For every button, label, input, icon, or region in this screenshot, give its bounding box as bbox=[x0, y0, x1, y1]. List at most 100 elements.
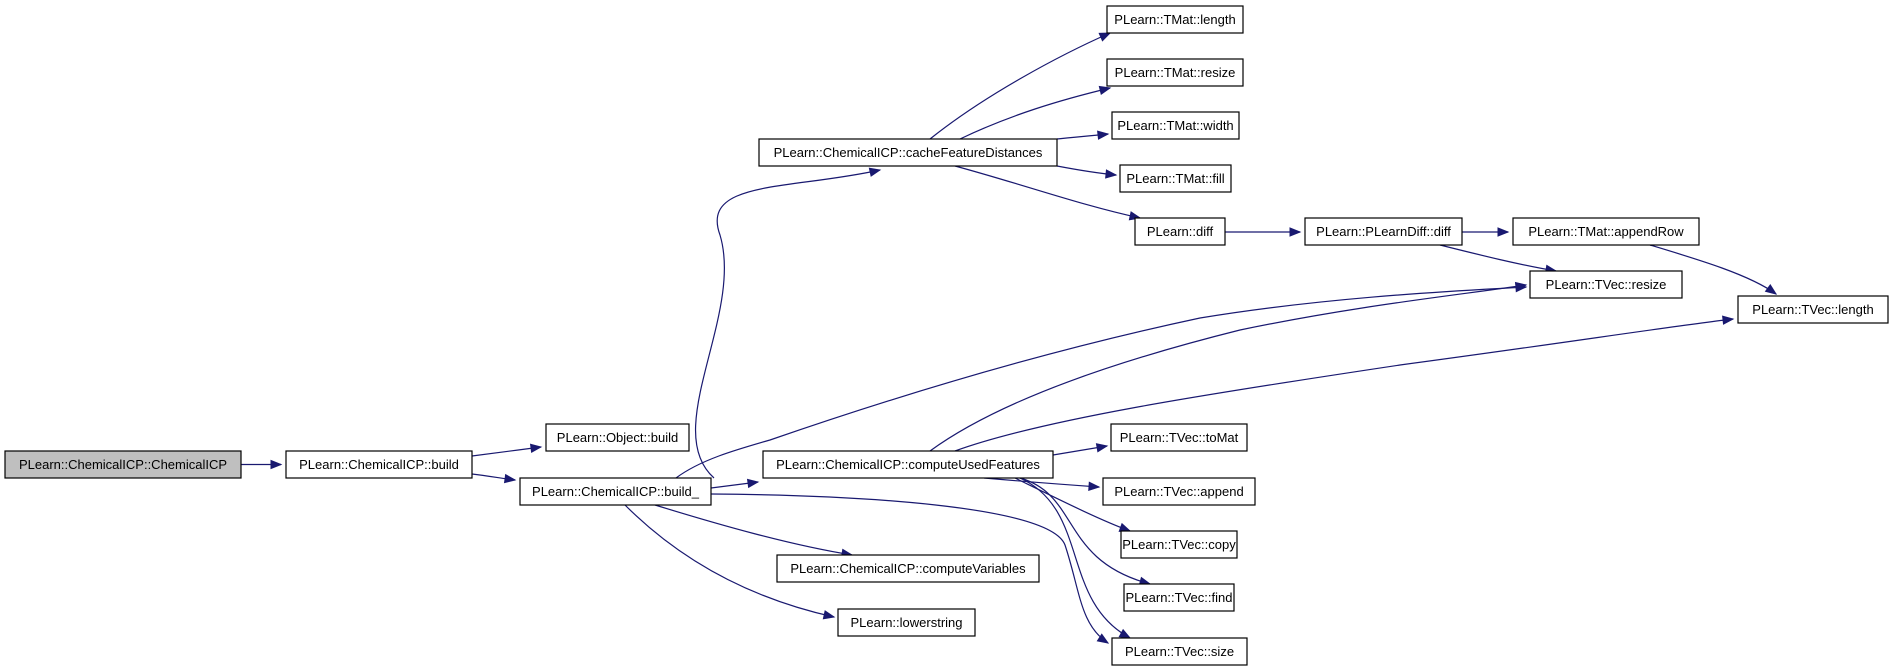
edge-line bbox=[954, 165, 1141, 219]
node-box bbox=[1111, 637, 1248, 666]
node-box bbox=[1110, 423, 1248, 452]
edge-cache-to-mlength bbox=[929, 32, 1112, 140]
node-lower[interactable]: PLearn::lowerstring bbox=[837, 608, 976, 637]
edge-arrowhead bbox=[1098, 85, 1112, 96]
node-label: PLearn::TVec::size bbox=[1125, 644, 1234, 659]
node-diff[interactable]: PLearn::diff bbox=[1134, 217, 1226, 246]
node-vresize[interactable]: PLearn::TVec::resize bbox=[1529, 270, 1683, 299]
node-label: PLearn::ChemicalICP::computeUsedFeatures bbox=[776, 457, 1040, 472]
node-copy[interactable]: PLearn::TVec::copy bbox=[1120, 530, 1238, 559]
edge-arrowhead bbox=[1097, 130, 1110, 140]
edge-arrowhead bbox=[503, 473, 517, 484]
edge-cache-to-mresize bbox=[959, 85, 1112, 140]
node-label: PLearn::diff bbox=[1147, 224, 1214, 239]
node-cuf[interactable]: PLearn::ChemicalICP::computeUsedFeatures bbox=[762, 450, 1054, 479]
edge-arrowhead bbox=[1096, 633, 1110, 644]
edge-arrowhead bbox=[1497, 227, 1510, 237]
node-box bbox=[4, 450, 242, 479]
node-box bbox=[762, 450, 1054, 479]
edge-line bbox=[954, 318, 1734, 452]
node-label: PLearn::ChemicalICP::cacheFeatureDistanc… bbox=[774, 145, 1043, 160]
node-find[interactable]: PLearn::TVec::find bbox=[1123, 583, 1235, 612]
node-cvars[interactable]: PLearn::ChemicalICP::computeVariables bbox=[776, 554, 1040, 583]
edge-arrowhead bbox=[1118, 522, 1132, 532]
edge-pldiff-to-appendrow bbox=[1462, 227, 1510, 237]
node-label: PLearn::ChemicalICP::ChemicalICP bbox=[19, 457, 227, 472]
node-box bbox=[776, 554, 1040, 583]
edge-arrowhead bbox=[1118, 628, 1132, 639]
edge-line bbox=[654, 504, 853, 556]
node-build_[interactable]: PLearn::ChemicalICP::build_ bbox=[519, 477, 712, 506]
edge-pldiff-to-vresize bbox=[1439, 244, 1558, 274]
edge-line bbox=[1439, 244, 1557, 272]
edge-build_-to-lower bbox=[624, 504, 836, 620]
node-mlength[interactable]: PLearn::TMat::length bbox=[1106, 5, 1244, 34]
node-label: PLearn::PLearnDiff::diff bbox=[1316, 224, 1451, 239]
node-box bbox=[1106, 58, 1244, 87]
edge-line bbox=[1019, 477, 1151, 585]
edge-arrowhead bbox=[1088, 481, 1101, 492]
node-build[interactable]: PLearn::ChemicalICP::build bbox=[285, 450, 473, 479]
edge-arrowhead bbox=[1095, 443, 1109, 453]
edge-cache-to-mwidth bbox=[1056, 130, 1110, 140]
node-box bbox=[1512, 217, 1700, 246]
node-box bbox=[837, 608, 976, 637]
node-label: PLearn::TVec::copy bbox=[1122, 537, 1236, 552]
node-pldiff[interactable]: PLearn::PLearnDiff::diff bbox=[1304, 217, 1463, 246]
node-label: PLearn::Object::build bbox=[557, 430, 678, 445]
edge-cuf-to-append bbox=[983, 477, 1101, 492]
edge-build_-to-size bbox=[710, 493, 1110, 644]
edge-build_-to-cvars bbox=[654, 504, 854, 559]
node-appendrow[interactable]: PLearn::TMat::appendRow bbox=[1512, 217, 1700, 246]
node-box bbox=[1123, 583, 1235, 612]
edge-line bbox=[1019, 477, 1131, 639]
edge-line bbox=[1014, 477, 1131, 532]
edge-arrowhead bbox=[1098, 32, 1112, 42]
edge-line bbox=[959, 87, 1111, 140]
node-cache[interactable]: PLearn::ChemicalICP::cacheFeatureDistanc… bbox=[758, 138, 1058, 167]
edge-line bbox=[624, 504, 835, 618]
edge-line bbox=[929, 32, 1111, 140]
node-append[interactable]: PLearn::TVec::append bbox=[1102, 477, 1256, 506]
node-objbuild[interactable]: PLearn::Object::build bbox=[545, 423, 690, 452]
edge-cuf-to-tomat bbox=[1052, 443, 1109, 456]
node-size[interactable]: PLearn::TVec::size bbox=[1111, 637, 1248, 666]
edge-appendrow-to-vlength bbox=[1649, 244, 1778, 295]
node-label: PLearn::TMat::length bbox=[1114, 12, 1235, 27]
node-vlength[interactable]: PLearn::TVec::length bbox=[1737, 295, 1889, 324]
node-label: PLearn::ChemicalICP::build bbox=[299, 457, 459, 472]
edge-root-to-build bbox=[241, 459, 283, 470]
node-label: PLearn::TMat::appendRow bbox=[1528, 224, 1684, 239]
node-mfill[interactable]: PLearn::TMat::fill bbox=[1119, 164, 1232, 193]
edge-line bbox=[929, 284, 1527, 452]
node-box bbox=[1106, 5, 1244, 34]
edge-arrowhead bbox=[529, 443, 543, 454]
node-tomat[interactable]: PLearn::TVec::toMat bbox=[1110, 423, 1248, 452]
node-label: PLearn::ChemicalICP::build_ bbox=[532, 484, 700, 499]
edge-arrowhead bbox=[746, 478, 760, 489]
node-label: PLearn::lowerstring bbox=[851, 615, 963, 630]
node-box bbox=[1119, 164, 1232, 193]
edge-build-to-build_ bbox=[471, 473, 517, 484]
edge-cuf-to-find bbox=[1019, 477, 1152, 586]
node-box bbox=[1529, 270, 1683, 299]
edge-arrowhead bbox=[1289, 227, 1302, 237]
node-label: PLearn::ChemicalICP::computeVariables bbox=[790, 561, 1026, 576]
node-mresize[interactable]: PLearn::TMat::resize bbox=[1106, 58, 1244, 87]
edge-arrowhead bbox=[1514, 281, 1528, 292]
node-mwidth[interactable]: PLearn::TMat::width bbox=[1111, 111, 1240, 140]
node-label: PLearn::TMat::width bbox=[1117, 118, 1233, 133]
node-box bbox=[1737, 295, 1889, 324]
edge-line bbox=[710, 493, 1109, 644]
node-label: PLearn::TVec::length bbox=[1752, 302, 1873, 317]
node-root[interactable]: PLearn::ChemicalICP::ChemicalICP bbox=[4, 450, 242, 479]
edge-cuf-to-vresize bbox=[929, 281, 1528, 452]
node-box bbox=[519, 477, 712, 506]
node-label: PLearn::TVec::toMat bbox=[1120, 430, 1239, 445]
edge-diff-to-pldiff bbox=[1225, 227, 1302, 237]
edge-arrowhead bbox=[822, 610, 836, 620]
node-box bbox=[285, 450, 473, 479]
edge-line bbox=[675, 286, 1527, 479]
edge-cache-to-mfill bbox=[1056, 165, 1118, 179]
